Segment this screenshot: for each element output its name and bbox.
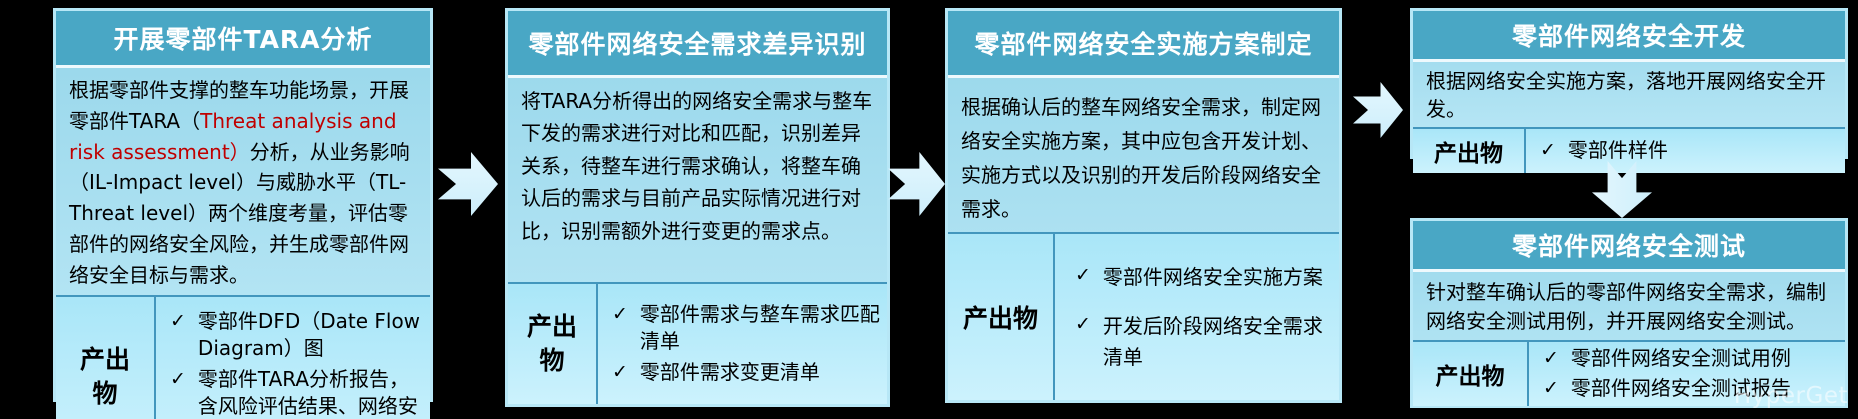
deliverables-label: 产出物 [508, 284, 598, 404]
deliverable-item: ✓ 零部件TARA分析报告，含风险评估结果、网络安全目标及网络安全需求 [170, 366, 424, 419]
deliverable-item-text: 零部件网络安全实施方案 [1102, 264, 1323, 289]
deliverable-item-text: 零部件网络安全测试报告 [1570, 376, 1791, 400]
stage-title: 零部件网络安全需求差异识别 [508, 11, 887, 78]
stage-description: 根据网络安全实施方案，落地开展网络安全开发。 [1413, 62, 1845, 127]
deliverable-item-text: 零部件DFD（Date Flow Diagram）图 [197, 308, 421, 360]
highlighted-text: Threat analysis and risk assessment） [69, 108, 397, 164]
stage-box-tara-analysis: 开展零部件TARA分析 根据零部件支撑的整车功能场景，开展零部件TARA（Thr… [53, 8, 433, 419]
text-segment: 根据网络安全实施方案，落地开展网络安全开发。 [1426, 69, 1826, 121]
deliverables-row: 产出物 ✓ 零部件样件 [1413, 127, 1845, 173]
deliverable-item-text: 零部件需求变更清单 [639, 360, 820, 385]
check-icon: ✓ [170, 309, 186, 332]
deliverables-label: 产出物 [1413, 342, 1529, 406]
watermark: HyperGet [1733, 383, 1848, 409]
deliverable-item: ✓ 零部件DFD（Date Flow Diagram）图 [170, 308, 424, 362]
stage-title: 零部件网络安全测试 [1413, 221, 1845, 272]
stage-box-requirement-gap: 零部件网络安全需求差异识别 将TARA分析得出的网络安全需求与整车下发的需求进行… [505, 8, 890, 407]
deliverable-item-text: 零部件网络安全测试用例 [1570, 346, 1791, 371]
stage-box-security-development: 零部件网络安全开发 根据网络安全实施方案，落地开展网络安全开发。 产出物 ✓ 零部… [1410, 8, 1848, 173]
stage-title: 零部件网络安全开发 [1413, 11, 1845, 62]
deliverables-label: 产出物 [56, 296, 156, 419]
deliverable-item-text: 零部件样件 [1567, 138, 1668, 163]
deliverable-item: ✓ 开发后阶段网络安全需求清单 [1075, 311, 1333, 373]
deliverable-item: ✓ 零部件网络安全测试报告 [1543, 375, 1839, 403]
deliverables-row: 产出物 ✓ 零部件DFD（Date Flow Diagram）图 ✓ 零部件TARA分… [56, 294, 430, 419]
flow-arrow-right-icon [888, 152, 945, 216]
stage-box-security-testing: 零部件网络安全测试 针对整车确认后的零部件网络安全需求，编制网络安全测试用例，并… [1410, 218, 1848, 408]
check-icon: ✓ [612, 303, 628, 326]
stage-description: 将TARA分析得出的网络安全需求与整车下发的需求进行对比和匹配，识别差异关系，待… [508, 78, 887, 282]
check-icon: ✓ [1075, 312, 1091, 335]
check-icon: ✓ [1543, 377, 1559, 399]
deliverables-label: 产出物 [948, 234, 1055, 400]
deliverables-list: ✓ 零部件网络安全测试用例 ✓ 零部件网络安全测试报告 [1529, 342, 1845, 406]
deliverable-item-text: 零部件需求与整车需求匹配清单 [639, 302, 880, 354]
flow-arrow-right-icon [438, 152, 498, 216]
check-icon: ✓ [1075, 263, 1091, 286]
text-segment: 根据零部件支撑的整车功能场景，开展零部件TARA（ [69, 78, 409, 133]
deliverable-item: ✓ 零部件网络安全实施方案 [1075, 262, 1333, 293]
text-segment: 将TARA分析得出的网络安全需求与整车下发的需求进行对比和匹配，识别差异关系，待… [521, 89, 873, 243]
check-icon: ✓ [1543, 347, 1559, 370]
text-segment: 分析，从业务影响（IL-Impact level）与威胁水平（TL-Threat… [69, 139, 410, 287]
deliverables-label: 产出物 [1413, 129, 1526, 173]
stage-title: 零部件网络安全实施方案制定 [948, 11, 1339, 78]
stage-box-implementation-plan: 零部件网络安全实施方案制定 根据确认后的整车网络安全需求，制定网络安全实施方案，… [945, 8, 1342, 403]
deliverables-list: ✓ 零部件网络安全实施方案 ✓ 开发后阶段网络安全需求清单 [1055, 234, 1339, 400]
text-segment: 根据确认后的整车网络安全需求，制定网络安全实施方案，其中应包含开发计划、实施方式… [961, 95, 1321, 221]
deliverables-row: 产出物 ✓ 零部件网络安全测试用例 ✓ 零部件网络安全测试报告 [1413, 340, 1845, 406]
check-icon: ✓ [1540, 139, 1556, 162]
check-icon: ✓ [612, 361, 628, 384]
check-icon: ✓ [170, 367, 186, 390]
stage-description: 根据零部件支撑的整车功能场景，开展零部件TARA（Threat analysis… [56, 68, 430, 295]
deliverables-list: ✓ 零部件样件 [1526, 129, 1845, 173]
stage-description: 根据确认后的整车网络安全需求，制定网络安全实施方案，其中应包含开发计划、实施方式… [948, 78, 1339, 232]
stage-description: 针对整车确认后的零部件网络安全需求，编制网络安全测试用例，并开展网络安全测试。 [1413, 272, 1845, 340]
deliverables-list: ✓ 零部件DFD（Date Flow Diagram）图 ✓ 零部件TARA分析报告，… [156, 297, 430, 419]
deliverable-item: ✓ 零部件样件 [1540, 137, 1839, 165]
deliverables-row: 产出物 ✓ 零部件网络安全实施方案 ✓ 开发后阶段网络安全需求清单 [948, 232, 1339, 400]
deliverable-item: ✓ 零部件网络安全测试用例 [1543, 345, 1839, 373]
deliverable-item: ✓ 零部件需求与整车需求匹配清单 [612, 301, 881, 355]
deliverables-row: 产出物 ✓ 零部件需求与整车需求匹配清单 ✓ 零部件需求变更清单 [508, 282, 887, 404]
deliverable-item-text: 开发后阶段网络安全需求清单 [1102, 313, 1323, 369]
deliverable-item: ✓ 零部件需求变更清单 [612, 359, 881, 387]
deliverable-item-text: 零部件TARA分析报告，含风险评估结果、网络安全目标及网络安全需求 [197, 366, 418, 418]
flow-arrow-right-icon [1353, 82, 1403, 138]
stage-title: 开展零部件TARA分析 [56, 11, 430, 68]
deliverables-list: ✓ 零部件需求与整车需求匹配清单 ✓ 零部件需求变更清单 [598, 284, 887, 404]
text-segment: 针对整车确认后的零部件网络安全需求，编制网络安全测试用例，并开展网络安全测试。 [1426, 280, 1826, 333]
